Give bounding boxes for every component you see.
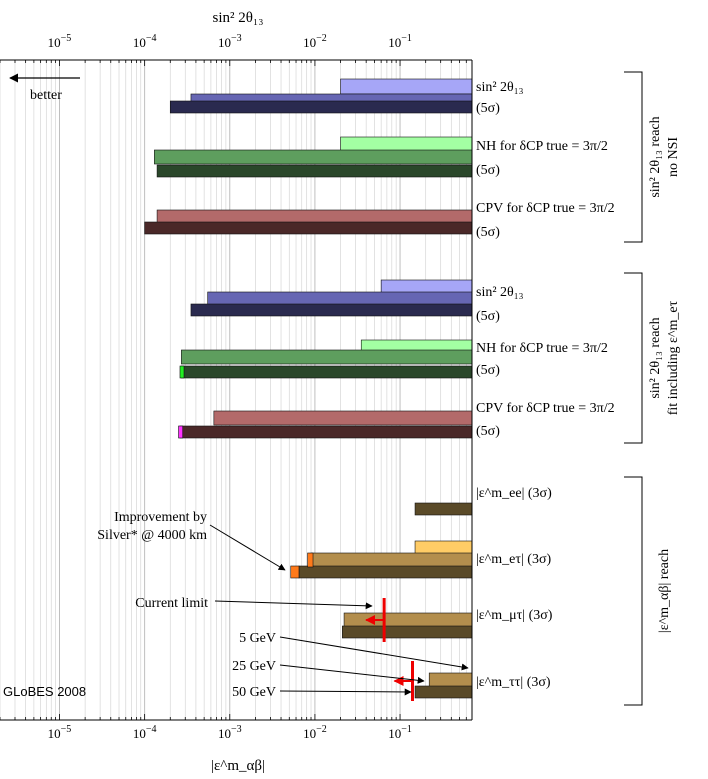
- bar-blue_light: [340, 78, 473, 95]
- row-label: sin² 2θ₁₃: [476, 80, 524, 95]
- bars-layer: [144, 78, 473, 701]
- bottom-tick-label: 10−4: [133, 724, 157, 741]
- row-label: sin² 2θ₁₃: [476, 285, 524, 300]
- row-label-sigma: (5σ): [476, 163, 500, 178]
- grid-lines: [0, 60, 467, 720]
- row-label: |ε^m_eτ| (3σ): [476, 552, 551, 567]
- bar-green_dark: [156, 164, 473, 178]
- bar-red_dark: [144, 221, 473, 235]
- bar-brown_dark: [342, 625, 473, 639]
- bar-magenta: [178, 425, 184, 439]
- bar-brown_dark: [414, 502, 473, 516]
- bar-red_mid: [213, 410, 473, 426]
- top-axis-label: sin² 2θ₁₃: [213, 10, 264, 26]
- bracket-eps-reach: [624, 476, 643, 706]
- bottom-tick-label: 10−1: [388, 724, 412, 741]
- bottom-tick-label: 10−3: [218, 724, 242, 741]
- group-label: sin² 2θ₁₃ reach: [648, 317, 663, 398]
- plot-frame: [0, 59, 473, 721]
- bar-brown_dark: [298, 565, 473, 579]
- bar-green_mid: [181, 349, 473, 365]
- row-label-sigma: (5σ): [476, 309, 500, 324]
- row-label: |ε^m_ee| (3σ): [476, 486, 552, 501]
- row-labels: sin² 2θ₁₃ (5σ) NH for δCP true = 3π/2 (5σ) C…: [476, 80, 615, 690]
- annotation-5gev: 5 GeV: [239, 631, 276, 646]
- bar-orange: [290, 565, 300, 579]
- row-label: NH for δCP true = 3π/2: [476, 341, 608, 356]
- bar-bright_green: [179, 365, 185, 379]
- row-label: CPV for δCP true = 3π/2: [476, 201, 615, 216]
- top-tick-label: 10−1: [388, 33, 412, 50]
- row-label: |ε^m_μτ| (3σ): [476, 608, 553, 623]
- annotation-arrow: [279, 636, 469, 671]
- bar-orange: [307, 552, 314, 568]
- row-label-sigma: (5σ): [476, 225, 500, 240]
- group-label: no NSI: [666, 137, 681, 177]
- better-label: better: [30, 88, 62, 103]
- top-tick-label: 10−2: [303, 33, 327, 50]
- annotation-improvement: Improvement by: [114, 510, 207, 525]
- group-label: |ε^m_αβ| reach: [657, 549, 672, 633]
- annotation-25gev: 25 GeV: [232, 659, 276, 674]
- credit-label: GLoBES 2008: [3, 684, 86, 699]
- annotation-improvement-2: Silver* @ 4000 km: [97, 528, 207, 543]
- row-label: NH for δCP true = 3π/2: [476, 139, 608, 154]
- bar-brown_mid: [310, 552, 473, 568]
- top-tick-label: 10−4: [133, 33, 157, 50]
- bar-blue_dark: [169, 100, 473, 114]
- bar-red_dark: [179, 425, 473, 439]
- bar-green_dark: [181, 365, 473, 379]
- bar-brown_mid: [343, 612, 473, 628]
- row-label: CPV for δCP true = 3π/2: [476, 401, 615, 416]
- annotation-50gev: 50 GeV: [232, 685, 276, 700]
- annotation-arrow: [279, 664, 425, 684]
- bottom-tick-label: 10−2: [303, 724, 327, 741]
- bottom-axis-label: |ε^m_αβ|: [211, 758, 265, 774]
- annotation-arrow: [209, 524, 286, 571]
- top-tick-label: 10−5: [48, 33, 72, 50]
- bottom-tick-label: 10−5: [48, 724, 72, 741]
- row-label: |ε^m_ττ| (3σ): [476, 675, 551, 690]
- row-label-sigma: (5σ): [476, 363, 500, 378]
- bar-green_mid: [154, 149, 473, 165]
- bracket-fit-incl: [624, 272, 643, 444]
- annotation-current-limit: Current limit: [135, 596, 208, 611]
- row-label-sigma: (5σ): [476, 101, 500, 116]
- bar-brown_mid: [428, 672, 473, 688]
- annotations: Improvement by Silver* @ 4000 km Current l…: [97, 510, 469, 700]
- row-label-sigma: (5σ): [476, 424, 500, 439]
- bar-brown_dark: [414, 685, 473, 699]
- annotation-arrow: [214, 600, 373, 610]
- annotation-arrow: [279, 688, 412, 696]
- group-label: sin² 2θ₁₃ reach: [648, 116, 663, 197]
- bracket-no-nsi: [624, 71, 643, 243]
- group-label: fit including ε^m_eτ: [666, 300, 681, 415]
- bar-blue_dark: [190, 303, 473, 317]
- top-tick-label: 10−3: [218, 33, 242, 50]
